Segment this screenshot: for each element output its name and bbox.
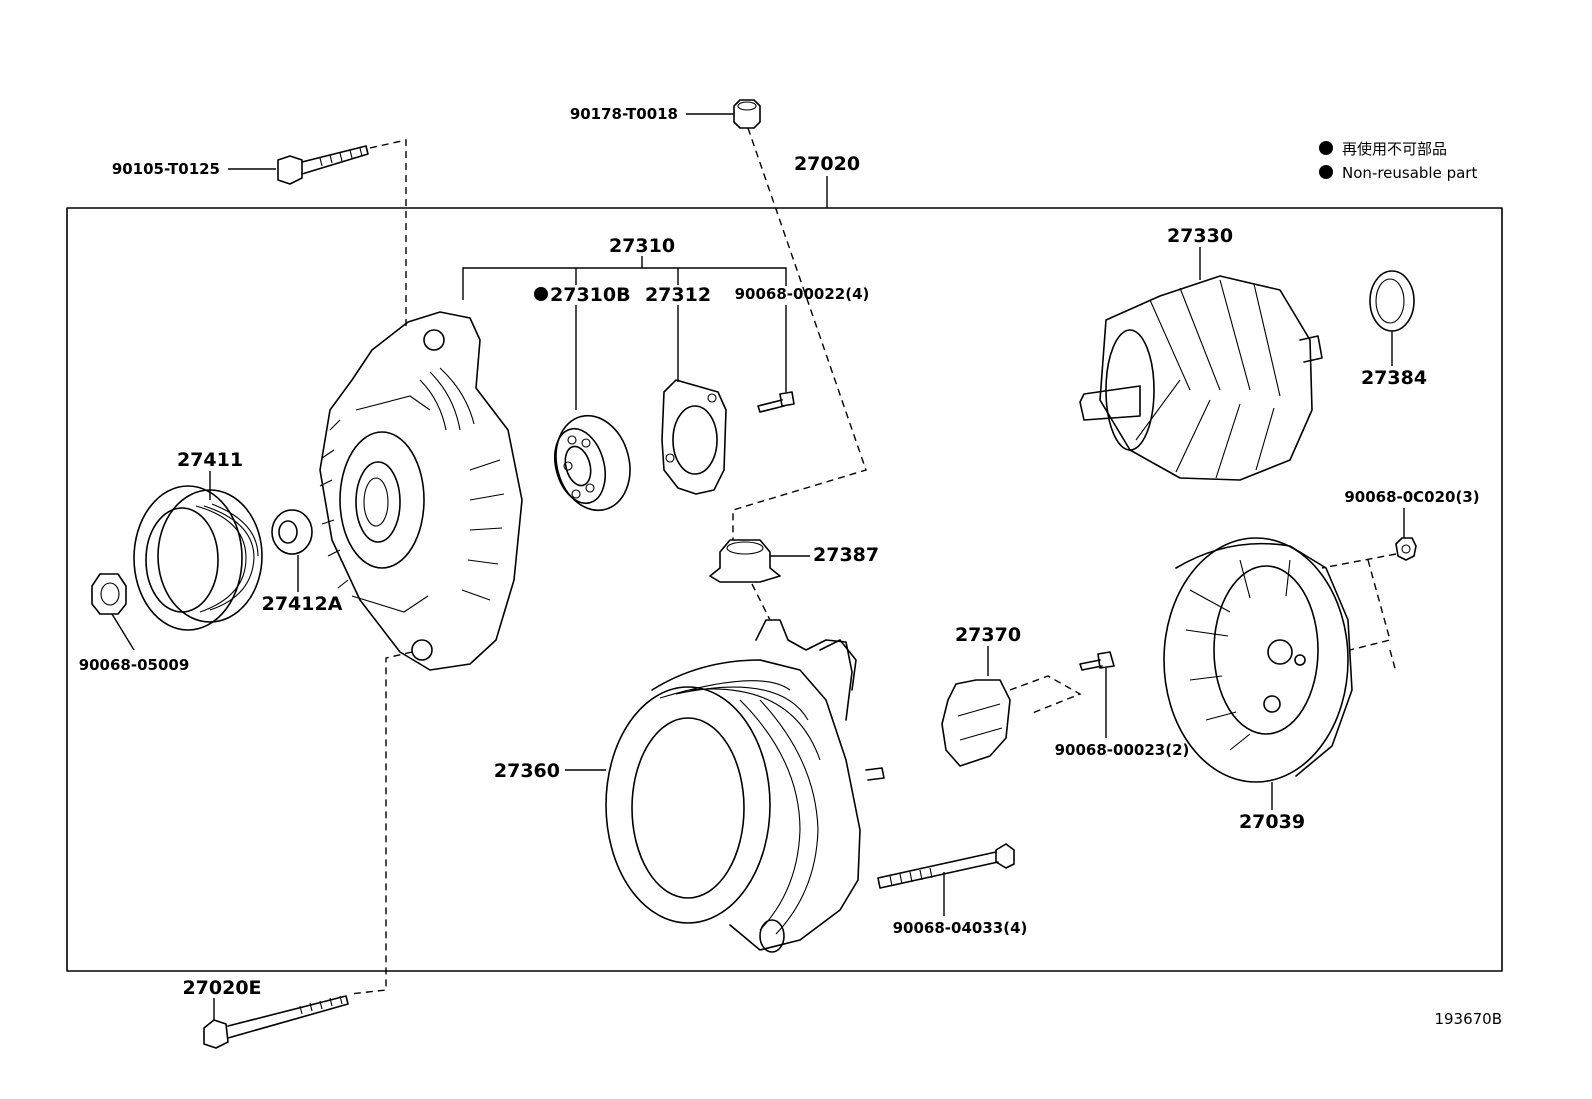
rotor-icon	[1079, 275, 1323, 481]
label-27387[interactable]: 27387	[813, 544, 879, 566]
non-reusable-bullet-icon	[1319, 141, 1333, 155]
legend-english: Non-reusable part	[1342, 164, 1477, 182]
assembly-frame	[66, 207, 1503, 972]
legend: 再使用不可部品 Non-reusable part	[1319, 140, 1477, 182]
label-90068-04033[interactable]: 90068-04033(4)	[893, 919, 1028, 937]
label-90068-00022[interactable]: 90068-00022(4)	[735, 285, 870, 303]
brush-holder-icon	[941, 679, 1011, 767]
non-reusable-bullet-icon	[1319, 165, 1333, 179]
label-27370[interactable]: 27370	[955, 624, 1021, 646]
rear-cover-icon	[1163, 537, 1353, 783]
label-27360[interactable]: 27360	[494, 760, 560, 782]
bearing-icon	[554, 414, 631, 512]
label-27020E[interactable]: 27020E	[182, 977, 261, 999]
bolt-icon	[203, 995, 349, 1049]
screw-icon	[1079, 651, 1115, 671]
ring-icon	[1369, 270, 1415, 332]
legend-japanese: 再使用不可部品	[1342, 140, 1447, 158]
non-reusable-bullet-icon	[534, 287, 548, 301]
label-27310[interactable]: 27310	[609, 235, 675, 257]
label-27330[interactable]: 27330	[1167, 225, 1233, 247]
label-27384[interactable]: 27384	[1361, 367, 1427, 389]
bolt-icon	[877, 843, 1015, 889]
hex-nut-icon	[1395, 537, 1417, 561]
label-27412A[interactable]: 27412A	[262, 593, 343, 615]
label-90068-00023[interactable]: 90068-00023(2)	[1055, 741, 1190, 759]
hex-nut-icon	[91, 573, 127, 615]
flange-nut-icon	[733, 99, 761, 129]
label-27310B[interactable]: 27310B	[550, 284, 631, 306]
pulley-icon	[133, 485, 263, 631]
stator-housing-icon	[605, 619, 885, 953]
label-27020[interactable]: 27020	[794, 153, 860, 175]
drive-end-frame-icon	[319, 311, 523, 671]
label-90068-0C020[interactable]: 90068-0C020(3)	[1344, 488, 1479, 506]
label-90178-T0018[interactable]: 90178-T0018	[570, 105, 678, 123]
retainer-plate-icon	[661, 379, 727, 495]
insulator-icon	[709, 539, 781, 583]
label-27039[interactable]: 27039	[1239, 811, 1305, 833]
diagram-id: 193670B	[1434, 1010, 1502, 1028]
label-90068-05009[interactable]: 90068-05009	[79, 656, 190, 674]
spacer-icon	[271, 509, 313, 555]
label-27312[interactable]: 27312	[645, 284, 711, 306]
label-90105-T0125[interactable]: 90105-T0125	[112, 160, 220, 178]
bolt-icon	[277, 145, 369, 185]
label-27411[interactable]: 27411	[177, 449, 243, 471]
screw-icon	[757, 391, 795, 413]
